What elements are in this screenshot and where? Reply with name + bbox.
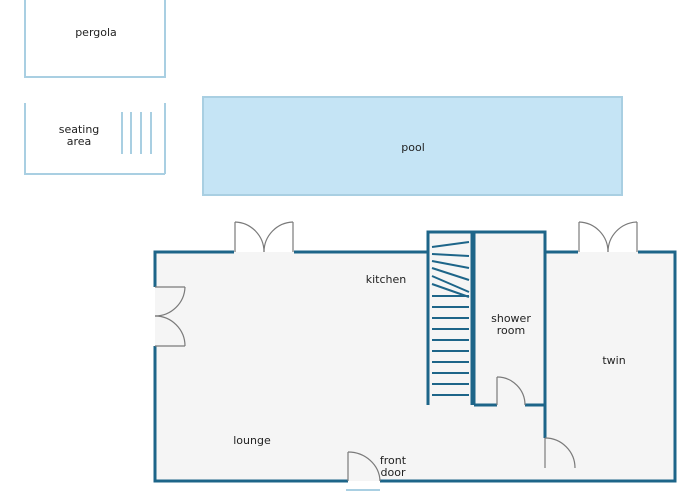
front-door [346, 451, 381, 491]
shower-room-door [496, 376, 526, 406]
seating-area-outline [24, 103, 166, 175]
twin-label: twin [602, 354, 625, 367]
front-door-label-line1: front [380, 454, 407, 467]
twin-room-door [544, 437, 576, 469]
shower-room-label-line1: shower [491, 312, 531, 325]
front-door-label-line2: door [381, 466, 406, 479]
pool [202, 96, 623, 196]
interior-walls [426, 232, 547, 438]
pool-label: pool [401, 141, 425, 154]
kitchen-label: kitchen [366, 273, 407, 286]
shower-room-label-line2: room [497, 324, 525, 337]
kitchen-garden-double-door [234, 221, 294, 253]
lounge-label: lounge [233, 434, 271, 447]
seating-area-label-line2: area [67, 135, 92, 148]
twin-garden-double-door [578, 221, 638, 253]
pergola-label: pergola [75, 26, 117, 39]
staircase [431, 241, 470, 396]
pergola-outline [24, 0, 166, 78]
lounge-side-double-door [154, 286, 186, 347]
exterior-walls [153, 230, 677, 483]
seating-steps [121, 112, 152, 154]
seating-area-label-line1: seating [59, 123, 100, 136]
